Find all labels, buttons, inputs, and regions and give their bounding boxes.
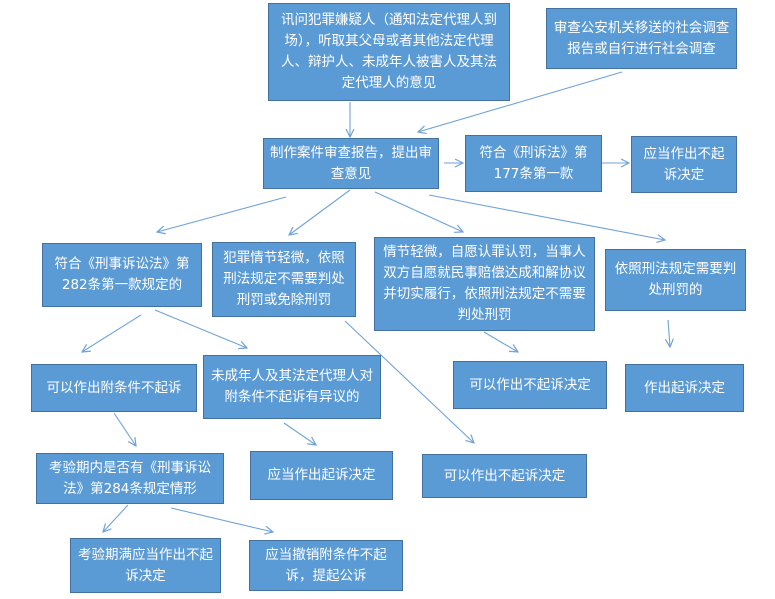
arrow-reconciliation-to-may [483, 331, 518, 352]
node-prosecute: 作出起诉决定 [625, 364, 744, 412]
node-should-prosecute: 应当作出起诉决定 [250, 451, 393, 500]
arrow-conditional-to-check [113, 412, 136, 446]
arrow-report-to-minor [289, 189, 351, 235]
arrow-survey-to-report [418, 71, 623, 132]
arrow-check-to-revoke [170, 507, 273, 532]
arrow-punishment-to-prosecute [668, 319, 670, 347]
node-revoke: 应当撤销附条件不起诉，提起公诉 [249, 540, 403, 591]
node-reconciliation: 情节轻微，自愿认罪认罚，当事人双方自愿就民事赔偿达成和解协议并切实履行，依照刑法… [374, 237, 595, 331]
arrow-art282-to-objection [154, 309, 247, 348]
arrow-report-to-reconciliation [374, 191, 463, 232]
arrow-report-to-art282 [157, 196, 287, 232]
arrow-objection-to-prosecute [283, 422, 316, 445]
node-should-not-prosecute-1: 应当作出不起诉决定 [631, 136, 737, 193]
node-minor-crime: 犯罪情节轻微，依照刑法规定不需要判处刑罚或免除刑罚 [212, 242, 356, 317]
node-conditional-nonprosecution: 可以作出附条件不起诉 [31, 364, 197, 412]
node-interrogate: 讯问犯罪嫌疑人（通知法定代理人到场），听取其父母或者其他法定代理人、辩护人、未成… [268, 3, 510, 101]
node-social-survey: 审查公安机关移送的社会调查报告或自行进行社会调查 [546, 8, 737, 69]
arrow-check-to-end [103, 504, 129, 532]
node-objection: 未成年人及其法定代理人对附条件不起诉有异议的 [203, 355, 381, 419]
node-review-report: 制作案件审查报告，提出审查意见 [263, 138, 439, 189]
node-art282: 符合《刑事诉讼法》第282条第一款规定的 [42, 243, 202, 307]
node-need-punishment: 依照刑法规定需要判处刑罚的 [605, 249, 746, 311]
arrow-minor-to-may [344, 320, 474, 443]
node-probation-end: 考验期满应当作出不起诉决定 [70, 538, 221, 593]
node-may-not-prosecute-1: 可以作出不起诉决定 [453, 361, 607, 409]
node-probation-check: 考验期内是否有《刑事诉讼法》第284条规定情形 [36, 453, 224, 504]
arrow-report-to-punishment [428, 194, 665, 240]
node-may-not-prosecute-2: 可以作出不起诉决定 [422, 454, 587, 498]
node-art177: 符合《刑诉法》第177条第一款 [465, 135, 602, 192]
arrow-art282-to-conditional [82, 314, 142, 352]
